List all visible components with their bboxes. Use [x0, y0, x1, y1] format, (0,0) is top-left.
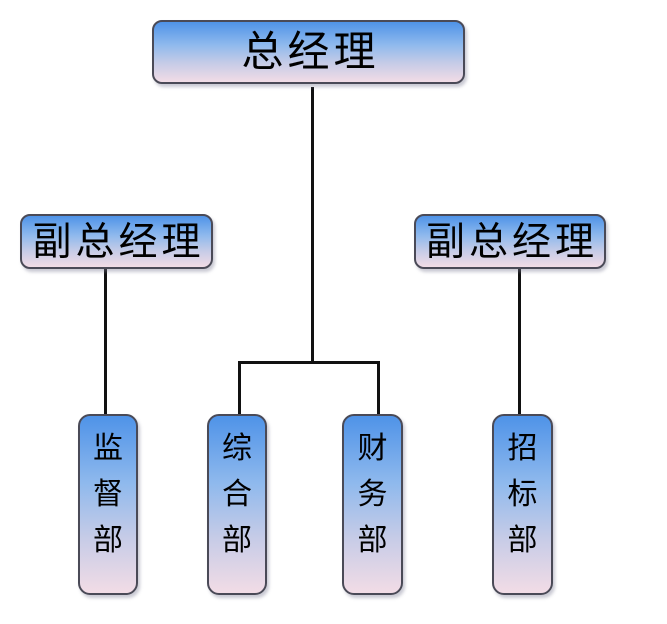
node-general-dept-label: 综合部 [222, 432, 252, 557]
node-finance-dept: 财务部 [342, 414, 403, 595]
node-deputy-manager-left-label: 副总经理 [32, 221, 205, 264]
node-deputy-manager-right-label: 副总经理 [425, 221, 598, 264]
node-supervision-dept-label: 监督部 [93, 432, 123, 557]
node-bidding-dept-label: 招标部 [507, 432, 538, 557]
node-bidding-dept: 招标部 [492, 414, 553, 595]
connector-deputy-left-to-supervision [104, 269, 107, 414]
node-deputy-manager-left: 副总经理 [20, 214, 213, 269]
node-supervision-dept: 监督部 [78, 414, 138, 595]
connector-horizontal-bar [238, 361, 380, 364]
node-deputy-manager-right: 副总经理 [414, 214, 606, 269]
node-general-dept: 综合部 [207, 414, 267, 595]
node-finance-dept-label: 财务部 [357, 432, 388, 557]
connector-drop-finance-dept [377, 361, 380, 414]
connector-drop-general-dept [238, 361, 241, 414]
connector-trunk-vertical [311, 87, 314, 364]
connector-deputy-right-to-bidding [518, 269, 521, 414]
node-general-manager: 总经理 [152, 20, 465, 84]
node-general-manager-label: 总经理 [241, 30, 380, 76]
